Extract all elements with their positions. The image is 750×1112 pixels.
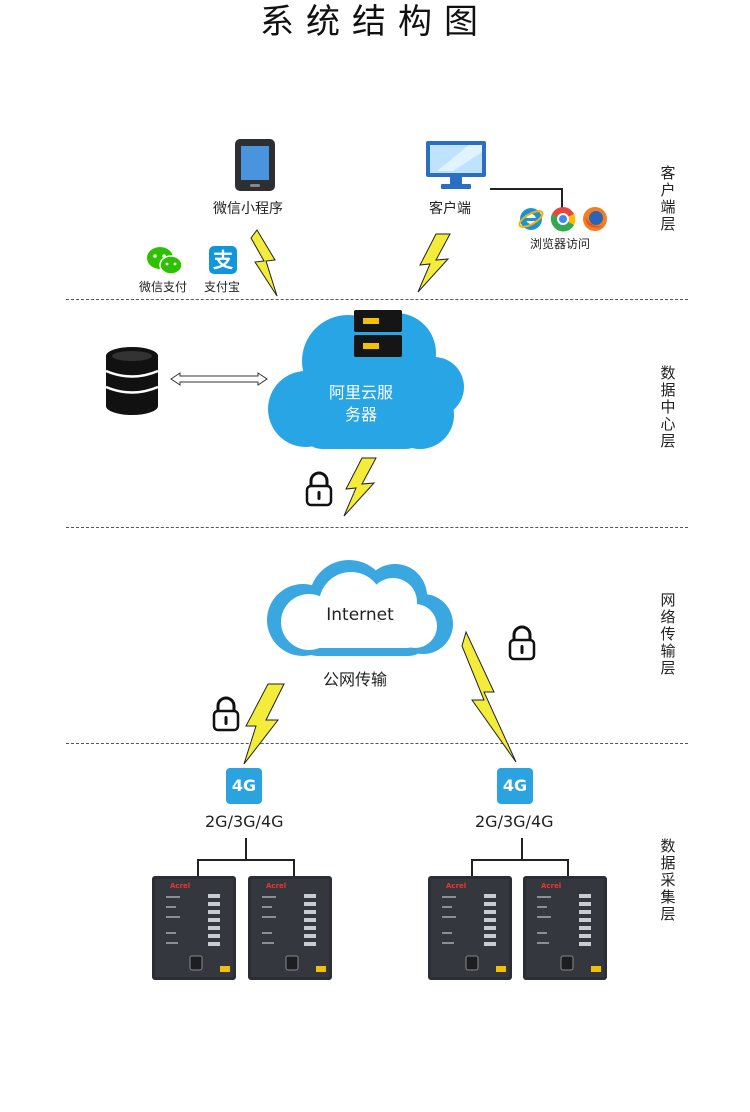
device-brand-1: Acrel [170,882,191,890]
device-connector-right [471,838,569,880]
device-brand-2: Acrel [266,882,287,890]
wechat-pay-label: 微信支付 [139,280,188,294]
charging-cabinet-icon [523,876,607,980]
4g-badge-right: 4G [497,768,533,804]
layer-label-datacenter: 数据中心层 [660,364,676,450]
alipay-icon: 支 [209,246,237,274]
layer-divider-3 [66,743,688,744]
client-label: 客户端 [429,201,471,217]
cloud-server-label-line2: 务器 [344,405,377,424]
layer-divider-1 [66,299,688,300]
mini-program-label: 微信小程序 [213,201,283,217]
4g-badge-left: 4G [226,768,262,804]
chrome-icon [550,207,576,232]
layer-divider-2 [66,527,688,528]
network-label-left: 2G/3G/4G [205,812,284,831]
charging-cabinet-icon [152,876,236,980]
lightning-icon-client [417,233,451,293]
layer-label-network: 网络传输层 [660,591,676,677]
monitor-icon [426,141,486,189]
lightning-icon-right [461,630,517,763]
device-connector-left [197,838,295,880]
lightning-icon-datacenter [343,457,377,517]
internet-cloud-icon [267,560,453,656]
device-cabinet-2: Acrel [248,876,332,986]
network-label-right: 2G/3G/4G [475,812,554,831]
device-brand-3: Acrel [446,882,467,890]
double-arrow [170,372,268,386]
phone-icon [235,139,275,191]
device-cabinet-3: Acrel [428,876,512,986]
lightning-icon-left [243,683,285,765]
public-network-label: 公网传输 [323,670,388,689]
firefox-icon [583,207,607,231]
cloud-server-icon [268,310,464,449]
wechat-icon [147,247,183,275]
charging-cabinet-icon [428,876,512,980]
page-title: 系统结构图 [260,2,490,42]
device-cabinet-4: Acrel [523,876,607,986]
internet-label: Internet [326,605,394,625]
alipay-label: 支付宝 [204,280,241,294]
layer-label-collection: 数据采集层 [660,837,676,923]
cloud-server-label-line1: 阿里云服 [328,383,393,402]
browser-connector [490,188,563,208]
device-brand-4: Acrel [541,882,562,890]
database-icon [105,347,159,415]
browser-access-label: 浏览器访问 [530,237,591,251]
device-cabinet-1: Acrel [152,876,236,986]
charging-cabinet-icon [248,876,332,980]
lock-icon-left [212,696,240,732]
lock-icon-datacenter [305,471,333,507]
cloud-server-label: 阿里云服 务器 [306,382,416,426]
ie-icon [518,208,544,230]
layer-label-client: 客户端层 [660,164,676,233]
lock-icon-right [508,625,536,661]
lightning-icon-mini-program [250,229,278,297]
